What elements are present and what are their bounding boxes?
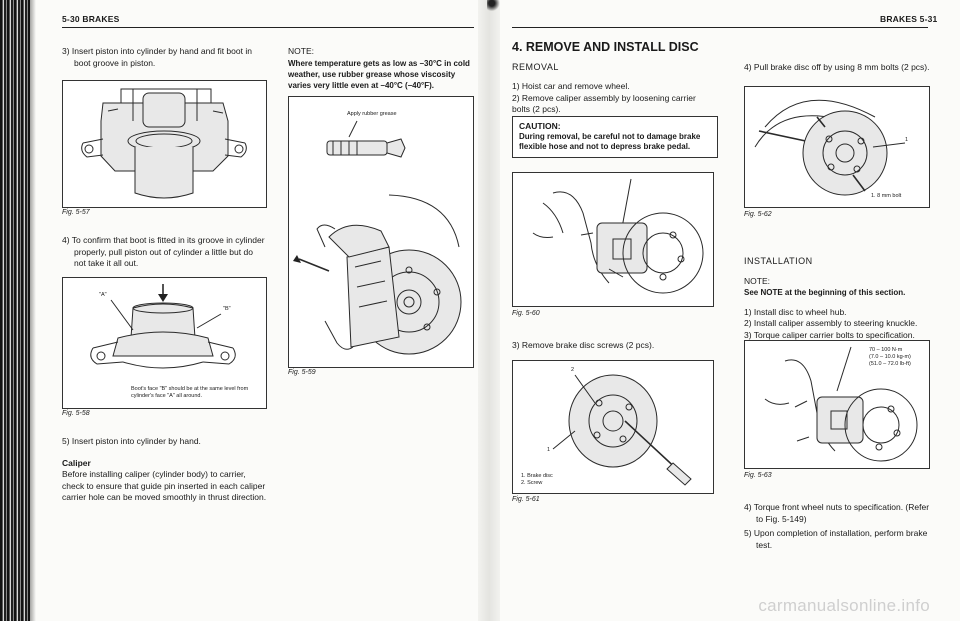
caliper-torque-illustration: [764, 346, 918, 462]
right-page-header: BRAKES 5-31: [880, 14, 938, 24]
install-step-2: 2) Install caliper assembly to steering …: [744, 318, 918, 328]
page-gutter: [478, 0, 500, 621]
piston-cylinder-illustration: [81, 88, 247, 199]
caliper-text: Before installing caliper (cylinder body…: [62, 469, 267, 502]
step-4-text: 4) To confirm that boot is fitted in its…: [62, 235, 265, 268]
caution-box: CAUTION: During removal, be careful not …: [512, 116, 718, 158]
left-note-title: NOTE:: [288, 46, 314, 56]
fig-5-58-note: Boot's face "B" should be at the same le…: [131, 386, 249, 399]
fig-5-63-torque-1: 70 – 100 N·m: [869, 347, 903, 353]
right-column-2b: INSTALLATION NOTE: See NOTE at the begin…: [744, 256, 934, 349]
fig-5-63-torque-2: (7.0 – 10.0 kg-m): [869, 354, 911, 360]
figure-5-58: "A" "B" Boot's face "B" should be at the…: [62, 277, 267, 409]
left-page-header: 5-30 BRAKES: [62, 14, 120, 24]
fig-5-61-legend-2: 2. Screw: [521, 480, 543, 486]
caution-text: During removal, be careful not to damage…: [519, 131, 701, 152]
fig-5-59-label: Apply rubber grease: [347, 111, 397, 117]
book-binding-edge: [0, 0, 36, 621]
right-header-rule: [512, 27, 928, 28]
right-note-text: See NOTE at the beginning of this sectio…: [744, 288, 906, 297]
right-column-2c: 4) Torque front wheel nuts to specificat…: [744, 502, 934, 559]
install-step-5: 5) Upon completion of installation, perf…: [744, 528, 928, 550]
right-column-2: 4) Pull brake disc off by using 8 mm bol…: [744, 62, 934, 82]
step-5-text: 5) Insert piston into cylinder by hand.: [62, 436, 201, 446]
right-note-title: NOTE:: [744, 275, 770, 286]
right-column-1: 4. REMOVE AND INSTALL DISC REMOVAL 1) Ho…: [512, 40, 712, 124]
left-column-1c: 5) Insert piston into cylinder by hand. …: [62, 436, 267, 512]
watermark: carmanualsonline.info: [758, 596, 930, 615]
installation-heading: INSTALLATION: [744, 256, 813, 266]
fig-5-63-torque-3: (51.0 – 72.0 lb-ft): [869, 361, 911, 367]
fig-5-61-num-2: 2: [571, 367, 575, 373]
caution-title: CAUTION:: [519, 121, 561, 131]
install-step-1: 1) Install disc to wheel hub.: [744, 306, 847, 317]
right-column-1b: 3) Remove brake disc screws (2 pcs).: [512, 340, 712, 360]
figure-5-63: 70 – 100 N·m (7.0 – 10.0 kg-m) (51.0 – 7…: [744, 340, 930, 469]
guide-pin-grease-illustration: [293, 120, 462, 355]
figure-5-62: 1 1. 8 mm bolt: [744, 86, 930, 208]
fig-5-61-legend-1: 1. Brake disc: [521, 473, 553, 479]
figure-5-57: [62, 80, 267, 208]
caliper-heading: Caliper: [62, 457, 91, 468]
figure-5-60: [512, 172, 714, 307]
removal-step-4: 4) Pull brake disc off by using 8 mm bol…: [744, 62, 930, 72]
page-corner-mark: [487, 0, 503, 16]
fig-5-62-caption: Fig. 5-62: [744, 211, 772, 218]
fig-5-58-caption: Fig. 5-58: [62, 410, 90, 417]
fig-5-58-label-b: "B": [223, 306, 231, 312]
removal-step-1: 1) Hoist car and remove wheel.: [512, 81, 630, 91]
caliper-removal-illustration: [532, 178, 704, 294]
removal-heading: REMOVAL: [512, 61, 559, 72]
disc-puller-bolt-illustration: [754, 99, 906, 196]
fig-5-61-num-1: 1: [547, 447, 551, 453]
brake-disc-screw-illustration: [552, 374, 692, 486]
left-column-2: NOTE: Where temperature gets as low as –…: [288, 46, 473, 99]
fig-5-63-caption: Fig. 5-63: [744, 472, 772, 479]
fig-5-61-caption: Fig. 5-61: [512, 496, 540, 503]
install-step-4: 4) Torque front wheel nuts to specificat…: [744, 502, 930, 524]
left-header-rule: [62, 27, 474, 28]
figure-5-61: 2 1 1. Brake disc 2. Screw: [512, 360, 714, 494]
install-step-3: 3) Torque caliper carrier bolts to speci…: [744, 329, 915, 340]
fig-5-62-legend: 1. 8 mm bolt: [871, 193, 902, 199]
fig-5-60-caption: Fig. 5-60: [512, 310, 540, 317]
fig-5-59-caption: Fig. 5-59: [288, 369, 316, 376]
boot-level-illustration: [90, 284, 236, 369]
removal-step-3: 3) Remove brake disc screws (2 pcs).: [512, 340, 655, 350]
section-title: 4. REMOVE AND INSTALL DISC: [512, 40, 699, 54]
figure-5-59: Apply rubber grease: [288, 96, 474, 368]
left-column-1: 3) Insert piston into cylinder by hand a…: [62, 46, 267, 77]
step-3-text: 3) Insert piston into cylinder by hand a…: [62, 46, 252, 68]
fig-5-57-caption: Fig. 5-57: [62, 209, 90, 216]
fig-5-58-label-a: "A": [99, 292, 107, 298]
left-note-text: Where temperature gets as low as –30°C i…: [288, 58, 470, 90]
removal-step-2: 2) Remove caliper assembly by loosening …: [512, 92, 696, 115]
left-column-1b: 4) To confirm that boot is fitted in its…: [62, 235, 267, 278]
fig-5-62-num-1: 1: [905, 137, 909, 143]
